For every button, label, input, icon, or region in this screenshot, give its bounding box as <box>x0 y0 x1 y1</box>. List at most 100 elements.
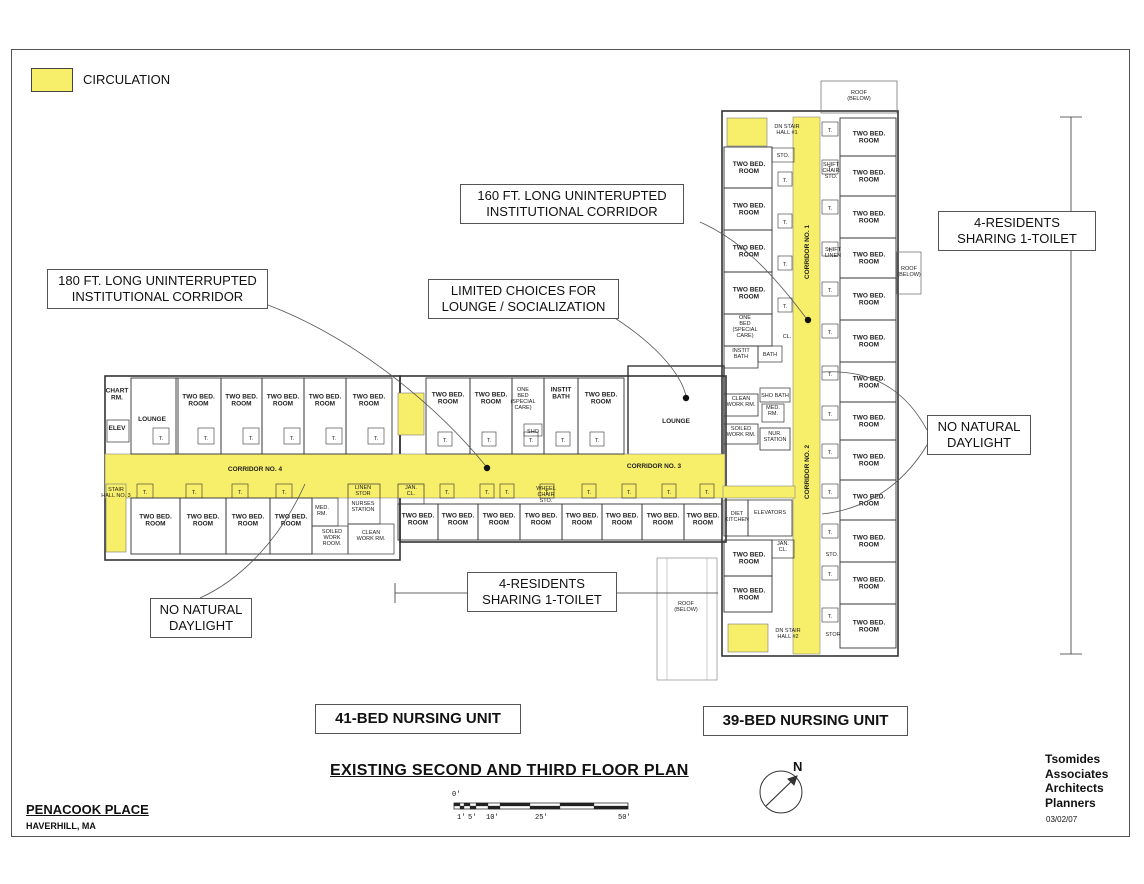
scale-bar-segment <box>453 802 461 807</box>
roof-below-north <box>820 80 898 114</box>
room-wall <box>759 387 791 403</box>
room-wall <box>747 499 793 537</box>
corridor-2-label: CORRIDOR NO. 2 <box>804 445 811 500</box>
room-label-two-bed: TWO BED.ROOM <box>853 576 886 590</box>
elevator-wall <box>106 419 130 443</box>
firm-line: Tsomides <box>1045 752 1101 766</box>
toilet-label: T. <box>828 372 833 378</box>
scale-bar-segment <box>487 805 501 810</box>
toilet-wall <box>185 483 203 499</box>
toilet-label: T. <box>783 262 788 268</box>
toilet-wall <box>821 405 839 421</box>
room-label-two-bed: TWO BED.ROOM <box>733 244 766 258</box>
toilet-label: T. <box>445 490 450 496</box>
toilet-wall <box>283 427 301 445</box>
room-wall <box>130 377 179 455</box>
room-label-two-bed: TWO BED.ROOM <box>853 334 886 348</box>
room-label-two-bed: TWO BED.ROOM <box>853 375 886 389</box>
toilet-label: T. <box>783 304 788 310</box>
room-label-two-bed: TWO BED.ROOM <box>309 393 342 407</box>
toilet-label: T. <box>828 412 833 418</box>
room-label-two-bed: TWO BED.ROOM <box>853 210 886 224</box>
room-label-sho: SHO <box>527 429 540 435</box>
room-label-stor: STOR <box>825 632 840 638</box>
toilet-wall <box>539 483 555 499</box>
callout-text: NO NATURAL DAYLIGHT <box>937 419 1021 450</box>
room-label-lounge: LOUNGE <box>138 416 166 423</box>
leader-line-lounge <box>609 314 687 397</box>
toilet-label: T. <box>545 490 550 496</box>
scale-zero-label: 0' <box>452 791 461 799</box>
room-label-two-bed: TWO BED.ROOM <box>232 513 265 527</box>
roof-label: ROOF(BELOW) <box>674 601 698 613</box>
toilet-label: T. <box>783 178 788 184</box>
room-wall <box>771 147 795 163</box>
room-wall <box>577 377 625 455</box>
toilet-label: T. <box>828 248 833 254</box>
scale-bar-segment <box>469 805 477 810</box>
toilet-wall <box>555 431 571 447</box>
toilet-wall <box>439 483 455 499</box>
toilet-label: T. <box>828 166 833 172</box>
room-label-med: MED.RM. <box>315 505 329 517</box>
room-label-sho-bath: SHO BATH <box>761 393 789 399</box>
room-label-two-bed: TWO BED.ROOM <box>733 202 766 216</box>
scale-bar-segment <box>459 805 465 810</box>
callout-180ft-corridor: 180 FT. LONG UNINTERRUPTED INSTITUTIONAL… <box>47 269 268 309</box>
toilet-label: T. <box>443 438 448 444</box>
room-label-two-bed: TWO BED.ROOM <box>353 393 386 407</box>
callout-text: LIMITED CHOICES FOR LOUNGE / SOCIALIZATI… <box>441 283 606 314</box>
drawing-title: EXISTING SECOND AND THIRD FLOOR PLAN <box>330 762 689 779</box>
room-wall <box>723 423 759 445</box>
lounge-block <box>627 365 725 457</box>
room-label-two-bed: TWO BED.ROOM <box>647 512 680 526</box>
room-wall <box>303 377 347 455</box>
unit-label-39-bed: 39-BED NURSING UNIT <box>703 706 908 736</box>
room-wall <box>345 377 393 455</box>
toilet-label: T. <box>204 436 209 442</box>
corridor-1-2-circulation <box>792 116 821 655</box>
room-label-two-bed: TWO BED.ROOM <box>475 391 508 405</box>
room-label-two-bed: TWO BED.ROOM <box>733 551 766 565</box>
roof-label: ROOF(BELOW) <box>847 90 871 102</box>
toilet-label: T. <box>282 490 287 496</box>
room-label-cl: CL. <box>783 334 792 340</box>
room-wall <box>425 377 471 455</box>
leader-line-160ft <box>699 221 807 319</box>
stair-center <box>397 392 425 436</box>
toilet-label: T. <box>487 438 492 444</box>
toilet-label: T. <box>705 490 710 496</box>
corridor-4-label: CORRIDOR NO. 4 <box>228 466 283 473</box>
corridor-3-4-circulation <box>104 453 726 499</box>
toilet-label: T. <box>192 490 197 496</box>
toilet-label: T. <box>828 530 833 536</box>
room-label-two-bed: TWO BED.ROOM <box>853 292 886 306</box>
room-label-two-bed: TWO BED.ROOM <box>853 493 886 507</box>
unit-label-41-bed: 41-BED NURSING UNIT <box>315 704 521 734</box>
toilet-wall <box>821 443 839 459</box>
toilet-wall <box>777 297 793 313</box>
toilet-wall <box>821 323 839 339</box>
room-label-two-bed: TWO BED.ROOM <box>442 512 475 526</box>
scale-bar-segment <box>475 802 489 807</box>
toilet-wall <box>479 483 495 499</box>
room-label-two-bed: TWO BED.ROOM <box>585 391 618 405</box>
toilet-label: T. <box>828 572 833 578</box>
toilet-label: T. <box>783 220 788 226</box>
project-location: HAVERHILL, MA <box>26 821 96 831</box>
toilet-label: T. <box>485 490 490 496</box>
toilet-label: T. <box>290 436 295 442</box>
leader-line-daylight-right <box>821 371 928 431</box>
toilet-wall <box>197 427 215 445</box>
toilet-wall <box>589 431 605 447</box>
room-label-elev: ELEV <box>109 425 127 432</box>
